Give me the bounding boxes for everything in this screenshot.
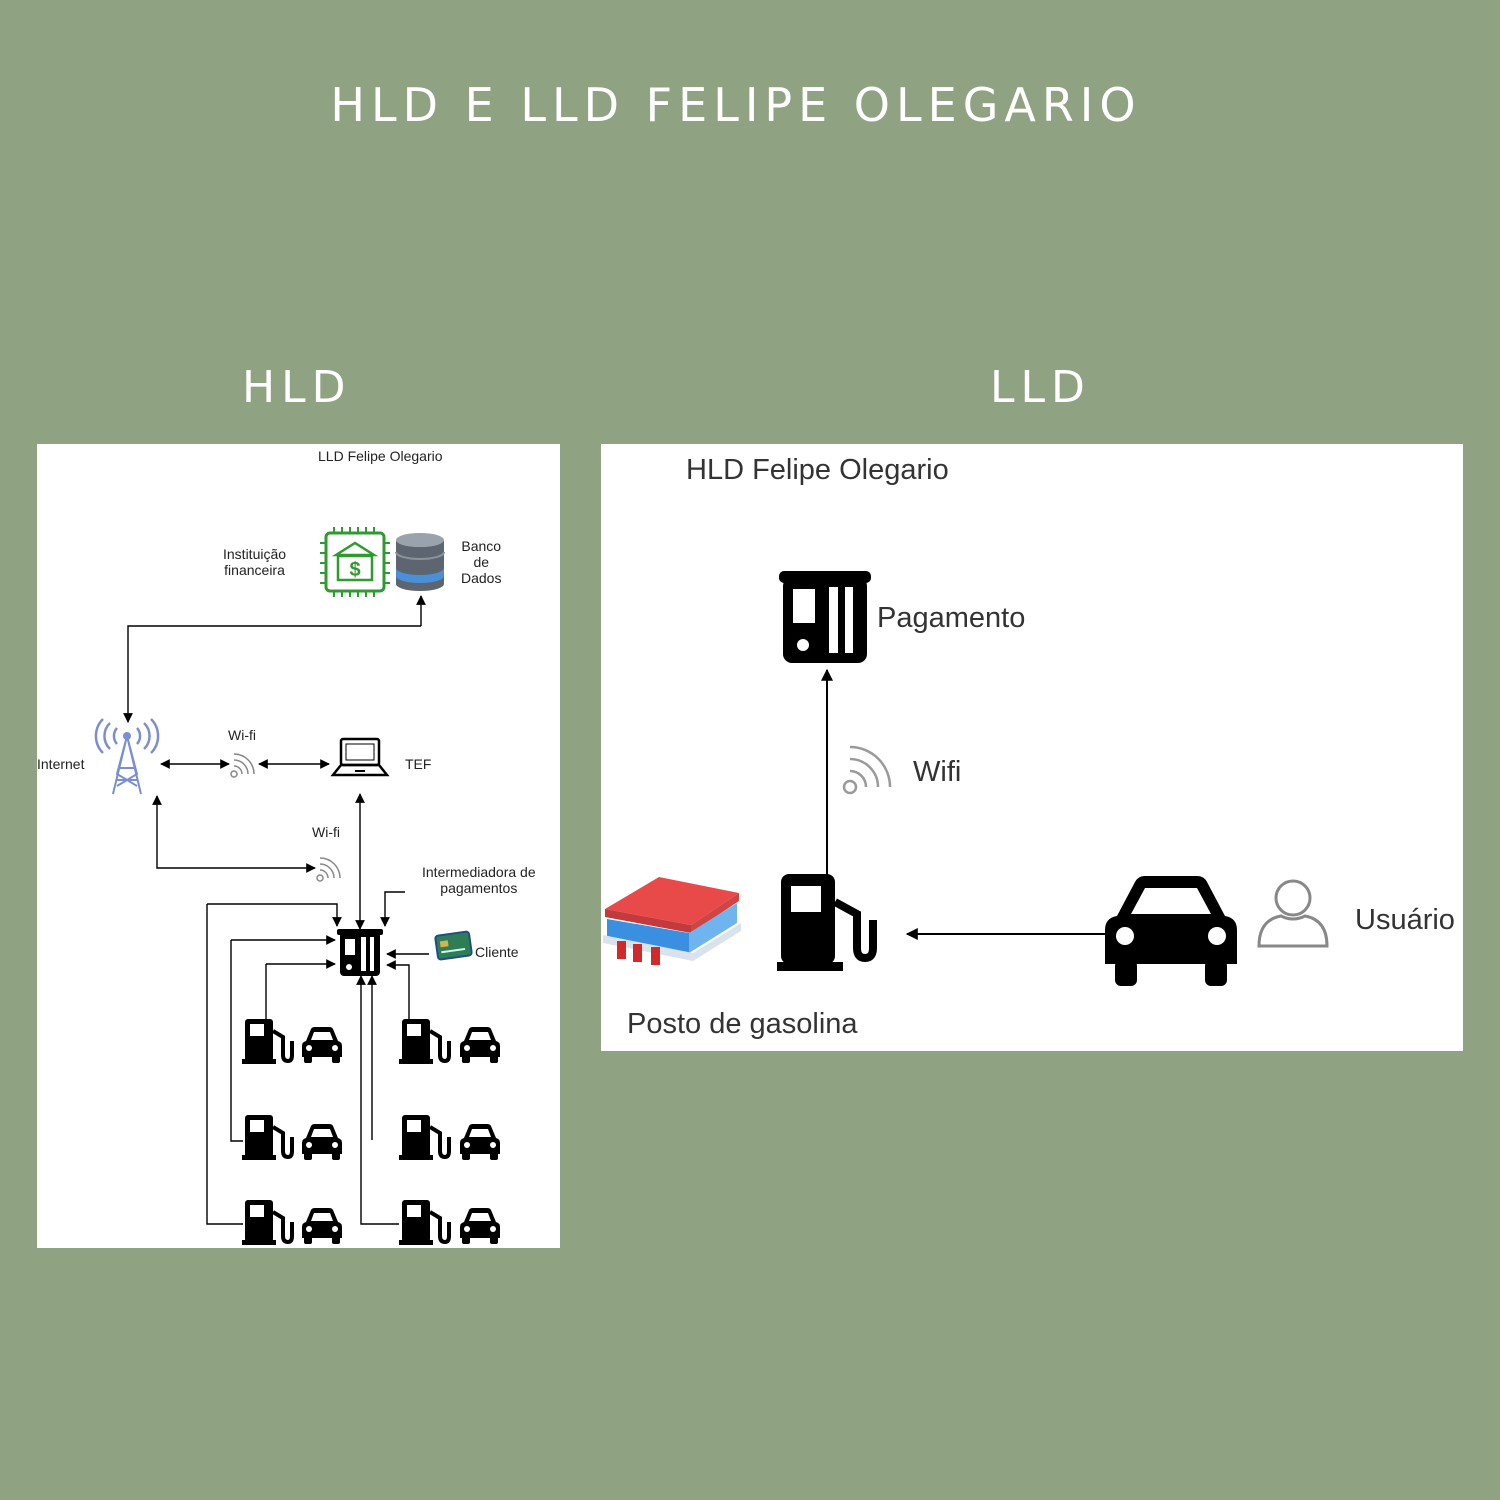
card-terminal-icon: [779, 571, 871, 663]
fuel-pump-icon: [397, 1113, 451, 1162]
lld-heading: LLD: [990, 362, 1091, 413]
laptop-icon: [330, 737, 390, 777]
user-icon: [1257, 879, 1329, 948]
car-icon: [460, 1027, 500, 1063]
label-tef: TEF: [405, 756, 432, 772]
car-icon: [1105, 876, 1237, 986]
antenna-tower-icon: [94, 718, 160, 795]
car-icon: [460, 1208, 500, 1244]
car-icon: [302, 1027, 342, 1063]
right-diagram-canvas: [603, 571, 1329, 986]
database-icon: [395, 533, 445, 591]
label-internet: Internet: [37, 756, 85, 772]
gas-station-building-icon: [603, 877, 741, 965]
label-wifi-top: Wi-fi: [228, 727, 256, 743]
connection-lines: [821, 668, 1105, 940]
right-diagram-title: HLD Felipe Olegario: [686, 454, 949, 486]
wifi-icon: [316, 857, 341, 882]
label-institution: Instituição financeira: [223, 546, 287, 578]
fuel-pump-icon: [240, 1198, 294, 1247]
car-icon: [302, 1208, 342, 1244]
page-title: HLD E LLD FELIPE OLEGARIO: [330, 78, 1142, 132]
bank-chip-icon: $: [320, 527, 390, 597]
left-diagram-title: LLD Felipe Olegario: [318, 448, 443, 464]
car-icon: [460, 1124, 500, 1160]
card-terminal-icon: [337, 929, 383, 976]
label-wifi-bottom: Wi-fi: [312, 824, 340, 840]
left-diagram-panel: $: [37, 444, 560, 1248]
credit-card-icon: [434, 930, 473, 961]
label-intermediary: Intermediadora de pagamentos: [422, 864, 536, 896]
label-gas-station: Posto de gasolina: [627, 1008, 858, 1040]
fuel-pump-icon: [240, 1017, 294, 1066]
fuel-pump-icon: [397, 1198, 451, 1247]
left-diagram-canvas: $: [94, 527, 500, 1247]
wifi-icon: [842, 745, 892, 795]
svg-text:$: $: [349, 559, 360, 581]
hld-heading: HLD: [242, 362, 352, 413]
connection-lines: [123, 595, 429, 1225]
label-user: Usuário: [1355, 904, 1455, 936]
label-wifi: Wifi: [913, 756, 962, 788]
car-icon: [302, 1124, 342, 1160]
fuel-pump-icon: [777, 874, 877, 971]
label-client: Cliente: [475, 944, 519, 960]
label-payment: Pagamento: [877, 602, 1026, 634]
fuel-pump-icon: [240, 1113, 294, 1162]
label-database: Banco de Dados: [461, 538, 502, 586]
wifi-icon: [230, 753, 255, 778]
fuel-pump-icon: [397, 1017, 451, 1066]
right-diagram-panel: HLD Felipe Olegario Pagamento Wifi Usuár…: [601, 444, 1463, 1051]
